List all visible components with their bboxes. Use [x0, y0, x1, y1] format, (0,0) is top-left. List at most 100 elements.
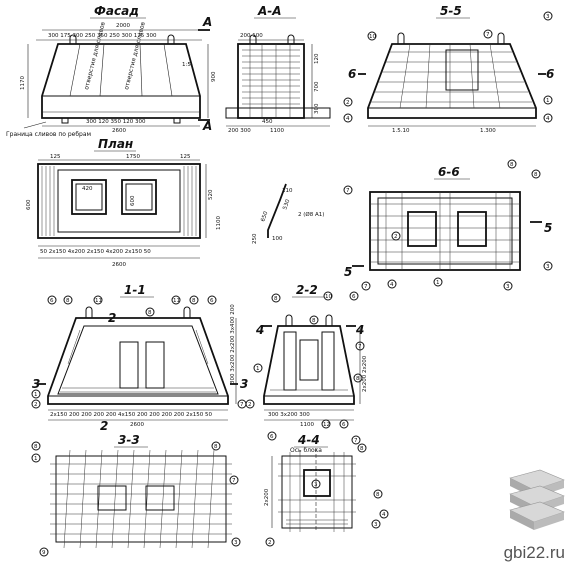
svg-text:6: 6 [342, 422, 346, 428]
plan-chain: 50 2x150 4x200 2x150 4x200 2x150 50 [40, 249, 151, 255]
s66-outline [369, 191, 521, 271]
svg-text:4: 4 [382, 512, 386, 518]
s22-chain: 300 3x200 300 [268, 412, 310, 418]
svg-text:8: 8 [360, 446, 364, 452]
s44-callouts: 6 12 6 7 3 8 8 4 3 2 [265, 419, 389, 547]
plan-left-h: 600 [26, 199, 32, 210]
svg-text:1: 1 [436, 280, 440, 286]
facade-total-width: 2600 [112, 128, 126, 134]
svg-text:4: 4 [390, 282, 394, 288]
s66-callouts: 7 8 8 3 7 4 1 3 2 [343, 159, 553, 291]
plan-outline [37, 163, 201, 239]
section-55-title: 5-5 [440, 4, 462, 18]
detail-a: 110 [282, 188, 293, 194]
svg-text:11: 11 [173, 298, 180, 304]
svg-text:4: 4 [346, 116, 350, 122]
aa-h2: 120 [314, 53, 320, 64]
s44-opening [303, 469, 331, 497]
svg-text:10: 10 [325, 294, 332, 300]
section-33-title: 3-3 [118, 433, 140, 447]
s22-callouts: 8 10 6 8 7 1 2 8 [245, 291, 365, 409]
plan-opening-left [71, 179, 107, 215]
plan-top-right: 125 [180, 154, 191, 160]
svg-text:8: 8 [148, 310, 152, 316]
s44-mesh [278, 452, 356, 532]
aa-hatching [242, 44, 300, 118]
svg-text:2: 2 [346, 100, 350, 106]
plan-top-mid: 1750 [126, 154, 140, 160]
svg-text:2: 2 [34, 402, 38, 408]
s44-caption: Ось блока [290, 447, 322, 454]
s22-right: 2x200 2x200 [362, 355, 368, 392]
s55-marker-6-right: 6 [546, 67, 554, 81]
detail-e: 650 [260, 210, 269, 222]
plan-title: План [98, 137, 133, 151]
svg-text:9: 9 [42, 550, 46, 556]
aa-body [237, 43, 305, 119]
svg-text:8: 8 [376, 492, 380, 498]
svg-text:3: 3 [234, 540, 238, 546]
facade-openings-label-2: отверстия для сливов [123, 21, 147, 91]
s22-total: 1100 [300, 422, 314, 428]
section-22-view: 2-2 4 4 2x200 2x200 300 3x200 300 1100 8… [245, 283, 368, 428]
s55-marker-6-left: 6 [348, 67, 356, 81]
aa-h3: 300 [314, 103, 320, 114]
bent-bar [267, 183, 287, 238]
svg-text:8: 8 [356, 376, 360, 382]
svg-text:8: 8 [510, 162, 514, 168]
section-22-title: 2-2 [296, 283, 318, 297]
aa-bottom: 450 [262, 119, 273, 125]
svg-text:7: 7 [354, 438, 358, 444]
facade-top-width: 2000 [116, 23, 130, 29]
svg-text:10: 10 [369, 34, 376, 40]
bar-detail: 110 530 2 (Ø8 A1) 650 100 250 [252, 183, 324, 244]
plan-hatching [41, 166, 197, 236]
svg-text:3: 3 [506, 284, 510, 290]
section-33-view: 3-3 8 1 8 7 3 9 [31, 433, 241, 557]
svg-text:1: 1 [34, 456, 38, 462]
plan-right1: 520 [208, 189, 214, 200]
s11-marker-2-bottom: 2 [100, 419, 108, 433]
svg-text:7: 7 [240, 402, 244, 408]
section-marker-A-bottom: А [202, 119, 212, 133]
aa-sides: 200 300 [228, 128, 251, 134]
facade-note: Граница сливов по ребрам [6, 131, 91, 138]
s33-mesh [50, 449, 232, 549]
section-44-view: 4-4 Ось блока 2x200 6 12 6 7 3 8 8 4 3 2 [264, 419, 389, 547]
plan-top-left: 125 [50, 154, 61, 160]
svg-text:3: 3 [546, 264, 550, 270]
detail-c: 530 [282, 198, 291, 210]
facade-title: Фасад [94, 4, 139, 18]
svg-text:1: 1 [34, 392, 38, 398]
svg-text:3: 3 [314, 482, 318, 488]
svg-text:7: 7 [486, 32, 490, 38]
section-11-title: 1-1 [124, 283, 146, 297]
s55-body [367, 43, 537, 119]
svg-text:11: 11 [95, 298, 102, 304]
facade-bottom-chain: 300 120 350 120 300 [86, 119, 146, 125]
svg-text:8: 8 [34, 444, 38, 450]
facade-body [41, 43, 201, 119]
lifting-loop-left [69, 34, 77, 44]
section-aa-view: А-А 200 100 120 700 300 450 200 300 1100 [225, 4, 331, 134]
svg-text:12: 12 [323, 422, 330, 428]
s11-marker-3-right: 3 [240, 377, 248, 391]
section-44-title: 4-4 [297, 433, 320, 447]
section-66-title: 6-6 [438, 165, 460, 179]
s11-marker-2-top: 2 [108, 311, 116, 325]
aa-h1: 700 [314, 81, 320, 92]
detail-b: 250 [252, 233, 258, 244]
detail-label: 2 (Ø8 A1) [298, 211, 324, 218]
s22-marker-4-left: 4 [255, 323, 264, 337]
facade-top-chain: 300 175 300 250 350 250 300 175 300 [48, 33, 157, 39]
site-watermark: gbi22.ru [503, 543, 565, 562]
svg-text:3: 3 [546, 14, 550, 20]
plan-right2: 1100 [216, 216, 222, 230]
svg-text:8: 8 [66, 298, 70, 304]
detail-d: 100 [272, 236, 283, 242]
plan-total: 2600 [112, 262, 126, 268]
s55-b1: 1.5.10 [392, 128, 410, 134]
svg-text:8: 8 [274, 296, 278, 302]
svg-text:7: 7 [232, 478, 236, 484]
svg-text:8: 8 [312, 318, 316, 324]
